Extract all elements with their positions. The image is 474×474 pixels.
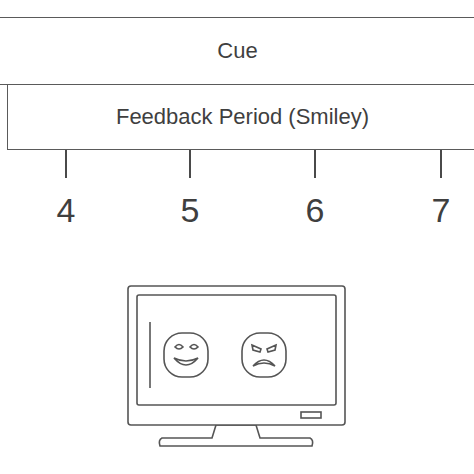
band-label: Feedback Period (Smiley) (116, 104, 369, 130)
tick-mark (189, 150, 191, 178)
screen-marker (149, 322, 151, 388)
monitor-symbol (128, 286, 345, 446)
time-tick-label: 5 (160, 190, 220, 230)
feedback-band: Feedback Period (Smiley) (7, 84, 474, 150)
smiley-eyes (252, 345, 276, 352)
tick-mark (65, 150, 67, 178)
cue-band: Cue (0, 17, 474, 85)
smiley-face (242, 333, 286, 377)
time-tick-label: 4 (36, 190, 96, 230)
smiley-face (164, 333, 208, 377)
tick-marks (66, 150, 441, 178)
monitor-screen (137, 295, 336, 405)
tick-mark (314, 150, 316, 178)
monitor-stand (159, 425, 312, 446)
tick-mark (440, 150, 442, 178)
happy-smiley (164, 333, 208, 377)
smiley-mouth (174, 358, 198, 365)
smiley-mouth (253, 360, 275, 366)
sad-smiley (242, 333, 286, 377)
time-tick-label: 6 (285, 190, 345, 230)
monitor-frame (128, 286, 345, 425)
time-tick-label: 7 (411, 190, 471, 230)
smiley-eyes (175, 345, 198, 350)
band-label: Cue (217, 38, 257, 64)
monitor-button (301, 412, 321, 418)
